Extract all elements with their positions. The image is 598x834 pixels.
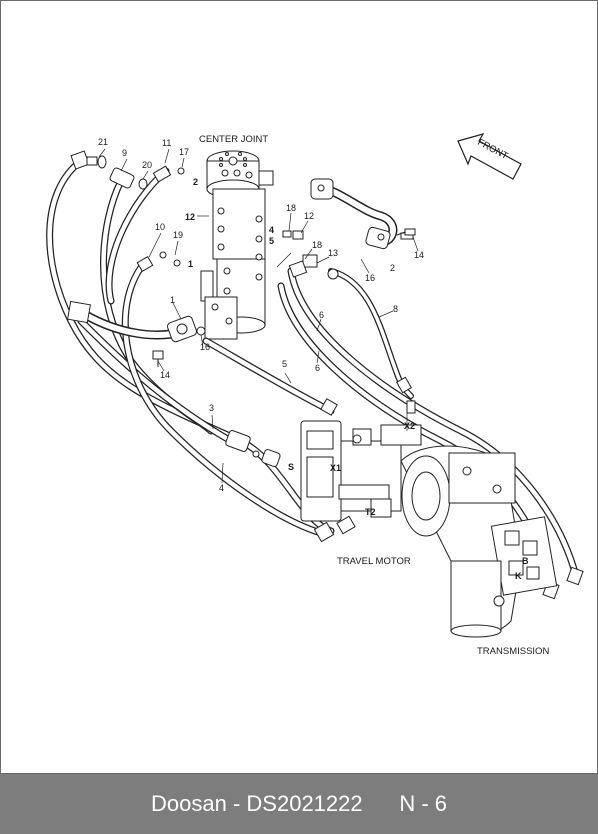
- callout-4-joint: 4: [269, 225, 274, 235]
- diagram-frame: CENTER JOINT FRONT TRAVEL MOTOR TRANSMIS…: [0, 0, 598, 774]
- callout-6-a: 6: [319, 310, 324, 320]
- callout-13: 13: [328, 248, 338, 258]
- callout-2-right: 2: [390, 263, 395, 273]
- footer-gap: [363, 791, 400, 817]
- callout-18-top: 18: [286, 203, 296, 213]
- callout-1-flange: 1: [170, 295, 175, 305]
- port-s: S: [288, 462, 294, 472]
- leader-lines: [98, 148, 419, 484]
- callout-1-left: 1: [188, 259, 193, 269]
- callout-16-right: 16: [365, 273, 375, 283]
- callout-14-left: 14: [160, 370, 170, 380]
- callout-21: 21: [98, 137, 108, 147]
- port-b: B: [522, 556, 529, 566]
- footer-brand: Doosan: [151, 791, 227, 816]
- callout-12-left: 12: [185, 212, 195, 222]
- travel-motor: [300, 420, 422, 522]
- callout-18-mid: 18: [312, 240, 322, 250]
- callout-5-joint: 5: [269, 236, 274, 246]
- callout-17: 17: [179, 147, 189, 157]
- footer-separator: -: [226, 791, 247, 816]
- caption-travel-motor: TRAVEL MOTOR: [337, 556, 411, 567]
- port-k: K: [515, 571, 522, 581]
- caption-transmission: TRANSMISSION: [477, 646, 549, 657]
- callout-16-left: 16: [200, 342, 210, 352]
- hydraulic-diagram: CENTER JOINT FRONT TRAVEL MOTOR TRANSMIS…: [46, 133, 584, 657]
- callout-9: 9: [122, 148, 127, 158]
- callout-6-b: 6: [315, 363, 320, 373]
- callout-10: 10: [155, 222, 165, 232]
- transmission: [400, 445, 558, 638]
- callout-4-hose: 4: [219, 483, 224, 493]
- callout-19: 19: [173, 230, 183, 240]
- callout-3: 3: [209, 403, 214, 413]
- callout-14-right: 14: [414, 250, 424, 260]
- center-joint: [200, 150, 274, 340]
- footer-page: N - 6: [399, 791, 447, 816]
- footer-code: DS2021222: [246, 791, 363, 816]
- callout-5-hose: 5: [282, 359, 287, 369]
- callout-8: 8: [393, 304, 398, 314]
- port-t2: T2: [365, 507, 376, 517]
- callout-12-right: 12: [304, 211, 314, 221]
- footer-bar: Doosan - DS2021222 N - 6: [0, 774, 598, 834]
- bolts: [396, 228, 416, 236]
- port-x2: X2: [404, 421, 415, 431]
- callout-20: 20: [142, 160, 152, 170]
- callout-2-top: 2: [193, 177, 198, 187]
- front-arrow: [457, 133, 522, 180]
- caption-center-joint: CENTER JOINT: [199, 134, 268, 145]
- callout-11: 11: [162, 138, 171, 148]
- port-x1: X1: [330, 463, 341, 473]
